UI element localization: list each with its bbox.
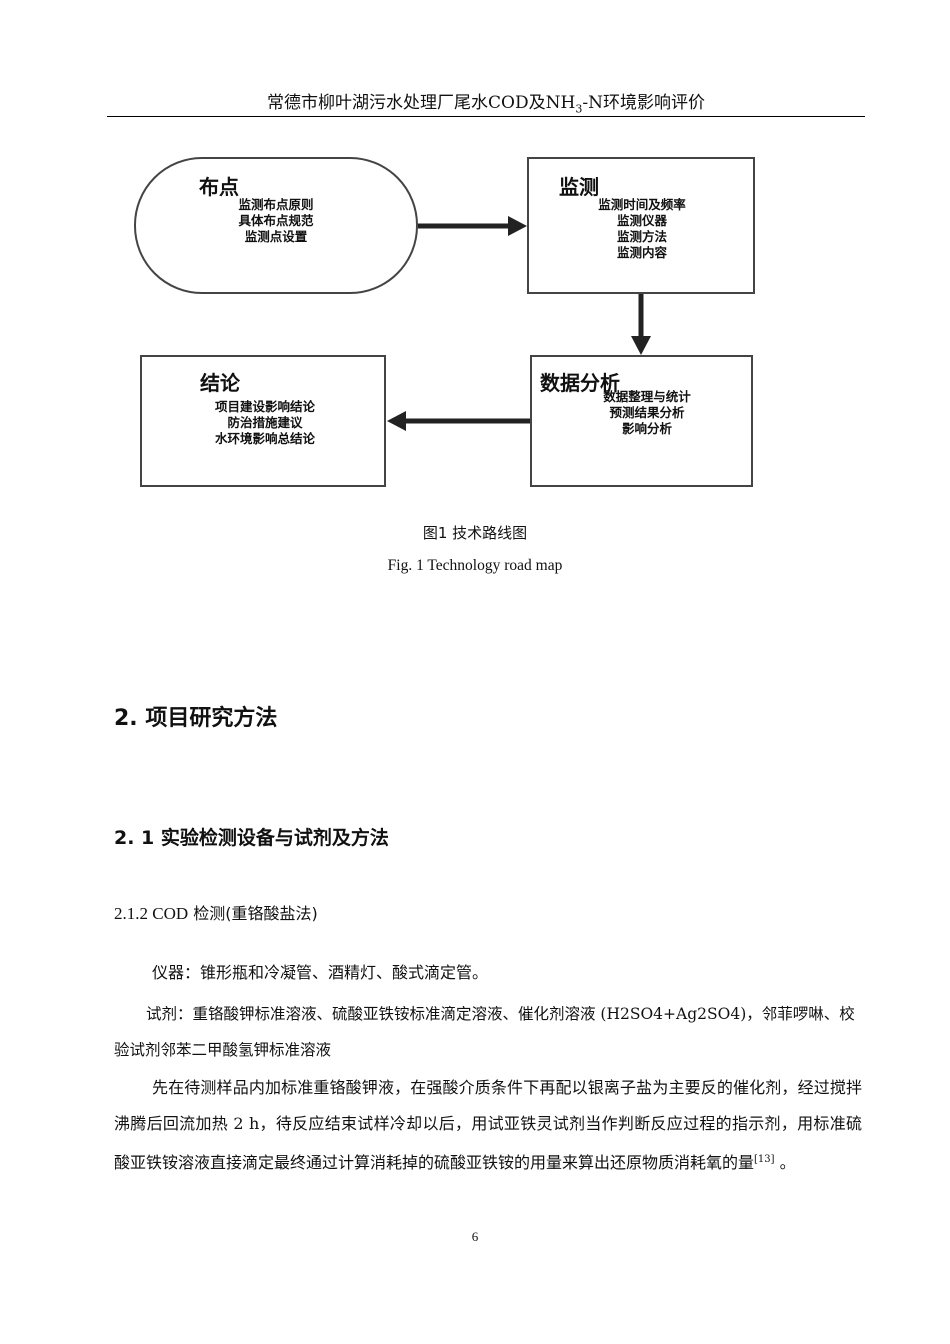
subsubsection-heading: 2.1.2 COD 检测(重铬酸盐法) bbox=[114, 900, 318, 924]
node-conclusion: 结论 项目建设影响结论 防治措施建议 水环境影响总结论 bbox=[140, 355, 386, 487]
page-number: 6 bbox=[471, 1229, 479, 1244]
node-item: 具体布点规范 bbox=[238, 213, 314, 228]
node-items: 数据整理与统计 预测结果分析 影响分析 bbox=[582, 389, 712, 437]
node-item: 监测仪器 bbox=[616, 213, 667, 228]
node-item: 防治措施建议 bbox=[227, 415, 303, 430]
paragraph-method-end: 。 bbox=[774, 1153, 796, 1172]
node-items: 监测布点原则 具体布点规范 监测点设置 bbox=[226, 197, 326, 245]
node-item: 监测点设置 bbox=[244, 229, 308, 244]
citation-ref: [13] bbox=[754, 1154, 775, 1165]
paragraph-method: 先在待测样品内加标准重铬酸钾液，在强酸介质条件下再配以银离子盐为主要反的催化剂，… bbox=[114, 1070, 862, 1181]
node-item: 影响分析 bbox=[621, 421, 672, 436]
node-title: 数据分析 bbox=[540, 371, 620, 395]
node-items: 监测时间及频率 监测仪器 监测方法 监测内容 bbox=[577, 197, 707, 261]
node-item: 监测时间及频率 bbox=[598, 197, 686, 212]
node-item: 数据整理与统计 bbox=[603, 389, 691, 404]
node-items: 项目建设影响结论 防治措施建议 水环境影响总结论 bbox=[190, 399, 340, 447]
node-monitoring: 监测 监测时间及频率 监测仪器 监测方法 监测内容 bbox=[527, 157, 755, 294]
flow-arrows bbox=[387, 216, 651, 431]
technology-road-map: 布点 监测布点原则 具体布点规范 监测点设置 监测 监测时间及频率 监测仪器 监… bbox=[0, 0, 950, 520]
subsubsection-title: 检测(重铬酸盐法) bbox=[193, 904, 318, 923]
paragraph-reagents: 试剂：重铬酸钾标准溶液、硫酸亚铁铵标准滴定溶液、催化剂溶液 (H2SO4+Ag2… bbox=[114, 1005, 855, 1059]
header-text-pre: 常德市柳叶湖污水处理厂尾水COD及NH bbox=[267, 93, 576, 113]
node-item: 预测结果分析 bbox=[609, 405, 685, 420]
paragraph-method-text: 先在待测样品内加标准重铬酸钾液，在强酸介质条件下再配以银离子盐为主要反的催化剂，… bbox=[114, 1078, 862, 1172]
node-item: 监测布点原则 bbox=[238, 197, 314, 212]
node-item: 水环境影响总结论 bbox=[214, 431, 315, 446]
paragraph-instruments: 仪器：锥形瓶和冷凝管、酒精灯、酸式滴定管。 bbox=[152, 963, 489, 982]
section-heading: 2. 项目研究方法 bbox=[114, 706, 278, 731]
header-subscript: 3 bbox=[575, 102, 583, 116]
figure-caption-cn: 图1 技术路线图 bbox=[422, 524, 528, 542]
node-title: 布点 bbox=[199, 175, 239, 199]
node-item: 项目建设影响结论 bbox=[214, 399, 315, 414]
arrow-a-to-b bbox=[418, 216, 527, 236]
node-title: 结论 bbox=[200, 371, 240, 395]
subsection-heading: 2. 1 实验检测设备与试剂及方法 bbox=[114, 827, 389, 849]
running-header: 常德市柳叶湖污水处理厂尾水COD及NH3-N环境影响评价 bbox=[107, 92, 865, 117]
node-title: 监测 bbox=[559, 175, 599, 199]
arrow-c-to-d bbox=[387, 411, 530, 431]
arrow-b-to-c bbox=[631, 294, 651, 355]
subsubsection-number: 2.1.2 COD bbox=[114, 904, 189, 923]
node-item: 监测方法 bbox=[616, 229, 667, 244]
node-item: 监测内容 bbox=[616, 245, 667, 260]
node-data-analysis: 数据分析 数据整理与统计 预测结果分析 影响分析 bbox=[530, 355, 753, 487]
figure-caption-en: Fig. 1 Technology road map bbox=[387, 557, 563, 574]
node-sampling: 布点 监测布点原则 具体布点规范 监测点设置 bbox=[134, 157, 418, 294]
header-text-post: -N环境影响评价 bbox=[582, 93, 705, 113]
